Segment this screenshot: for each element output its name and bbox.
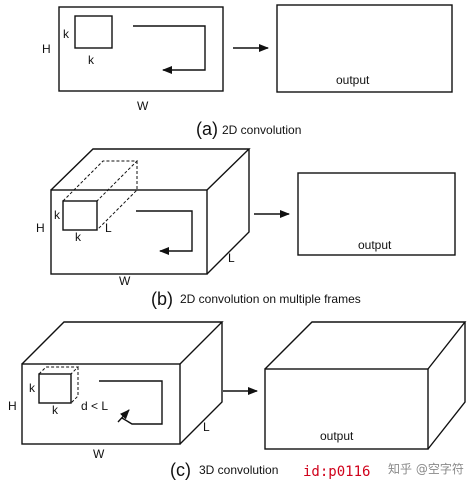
kernel-depth-label: d < L	[81, 399, 108, 413]
panel-a-labels: k k H W output (a) 2D convolution	[42, 27, 370, 139]
kernel-k-bottom-label: k	[52, 403, 59, 417]
cuboid-side-face	[206, 149, 250, 275]
watermark: id:p0116 知乎 @空字符	[303, 461, 464, 480]
caption-text: 2D convolution on multiple frames	[180, 292, 361, 306]
kernel-k-left-label: k	[63, 27, 70, 41]
slide-path-arrow	[133, 25, 206, 74]
panel-a	[58, 4, 453, 93]
output-top-face	[264, 321, 467, 370]
output-frame	[276, 4, 453, 93]
kernel-k-bottom-label: k	[88, 53, 95, 67]
watermark-zhihu: 知乎 @空字符	[388, 461, 464, 476]
kernel-k-left-label: k	[54, 208, 61, 222]
output-label: output	[320, 429, 354, 443]
kernel-k-left-label: k	[29, 381, 36, 395]
watermark-id: id:p0116	[303, 464, 370, 480]
caption-letter: (b)	[151, 289, 173, 309]
caption-text: 3D convolution	[199, 463, 278, 477]
caption-letter: (a)	[196, 119, 218, 139]
length-label: L	[203, 420, 210, 434]
cuboid-side-face	[179, 322, 223, 445]
output-front-face	[264, 368, 429, 450]
slide-path-arrow	[136, 210, 193, 255]
width-label: W	[137, 99, 149, 113]
slide-path-arrow	[99, 380, 163, 425]
panel-c	[21, 321, 467, 450]
cuboid-front-face	[21, 363, 181, 445]
output-label: output	[358, 238, 392, 252]
cuboid-top-face	[21, 321, 224, 365]
kernel-square	[74, 15, 113, 49]
kernel-depth-label: L	[105, 221, 112, 235]
length-label: L	[228, 251, 235, 265]
cuboid-front-face	[50, 189, 208, 275]
kernel-depth-dashed	[62, 160, 139, 231]
kernel-front-square	[38, 373, 72, 404]
kernel-depth-dashed	[38, 366, 80, 404]
cuboid-top-face	[50, 148, 251, 191]
panel-b	[50, 148, 456, 275]
kernel-front-square	[62, 200, 98, 231]
slide-path-arrowhead	[117, 409, 130, 423]
caption-text: 2D convolution	[222, 123, 301, 137]
height-label: H	[8, 399, 17, 413]
kernel-k-bottom-label: k	[75, 230, 82, 244]
panel-b-labels: k k L H W L output (b) 2D convolution on…	[36, 208, 392, 309]
caption-letter: (c)	[170, 460, 191, 480]
height-label: H	[42, 42, 51, 56]
panel-c-labels: k k d < L H W L output (c) 3D convolutio…	[8, 381, 354, 480]
input-frame	[58, 6, 224, 92]
output-label: output	[336, 73, 370, 87]
height-label: H	[36, 221, 45, 235]
width-label: W	[119, 274, 131, 288]
output-side-face	[427, 322, 466, 450]
width-label: W	[93, 447, 105, 461]
output-frame	[297, 172, 456, 256]
